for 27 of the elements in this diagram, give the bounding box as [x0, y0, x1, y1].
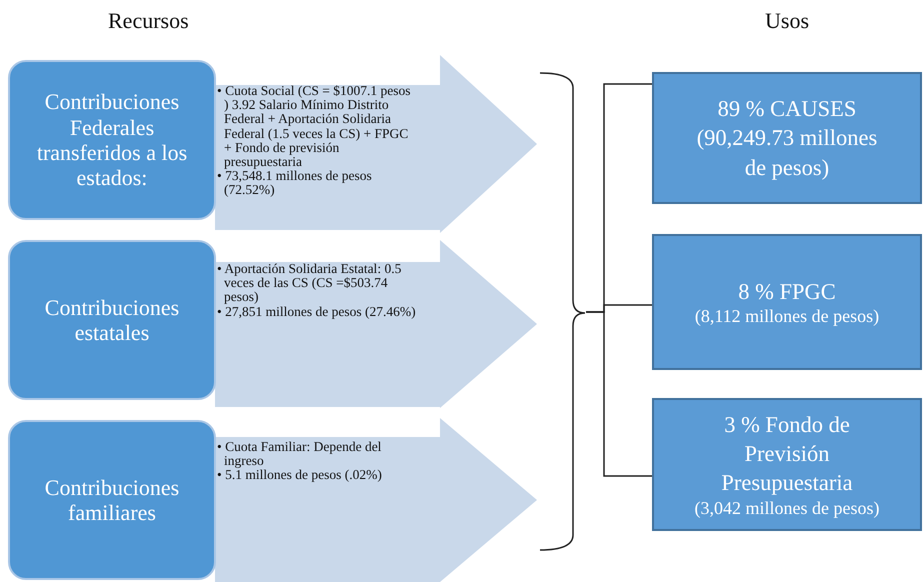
column-heading: Usos — [765, 8, 810, 34]
arrow-shape — [215, 55, 537, 233]
source-label: Contribuciones Federales transferidos a los estados: — [36, 89, 188, 191]
use-box — [652, 234, 922, 370]
bullet-item: • Aportación Solidaria Estatal: 0.5 veces de las CS (CS =$503.74 pesos) — [217, 262, 402, 305]
column-heading: Recursos — [108, 8, 189, 34]
source-box — [8, 420, 216, 580]
curly-brace — [539, 72, 586, 552]
bullet-item: • Cuota Familiar: Depende del ingreso — [217, 440, 382, 468]
bullet-item: • Cuota Social (CS = $1007.1 pesos ) 3.92 Salario Mínimo Distrito Federal + Aportación Solidaria Federal (1.5 veces la CS) + FPGC + Fondo de previsión presupuestaria — [217, 84, 412, 170]
source-label: Contribuciones familiares — [44, 474, 180, 526]
connector-line — [586, 311, 652, 477]
source-box — [8, 240, 216, 400]
use-box — [652, 72, 922, 204]
use-amount: (8,112 millones de pesos) — [694, 306, 880, 328]
arrow-shape — [215, 418, 537, 582]
bullet-item: • 73,548.1 millones de pesos (72.52%) — [217, 169, 373, 198]
use-title: 3 % Fondo de Previsión Presupuestaria — [720, 410, 854, 498]
use-title: 8 % FPGC — [738, 278, 836, 306]
bullet-item: • 5.1 millones de pesos (.02%) — [217, 468, 383, 483]
use-title: 89 % CAUSES (90,249.73 millones de pesos) — [696, 95, 878, 182]
source-box — [8, 60, 216, 220]
use-box — [652, 398, 922, 531]
bullet-item: • 27,851 millones de pesos (27.46%) — [217, 304, 417, 319]
source-label: Contribuciones estatales — [44, 294, 180, 346]
arrow-shape — [215, 240, 537, 408]
use-amount: (3,042 millones de pesos) — [694, 498, 880, 520]
